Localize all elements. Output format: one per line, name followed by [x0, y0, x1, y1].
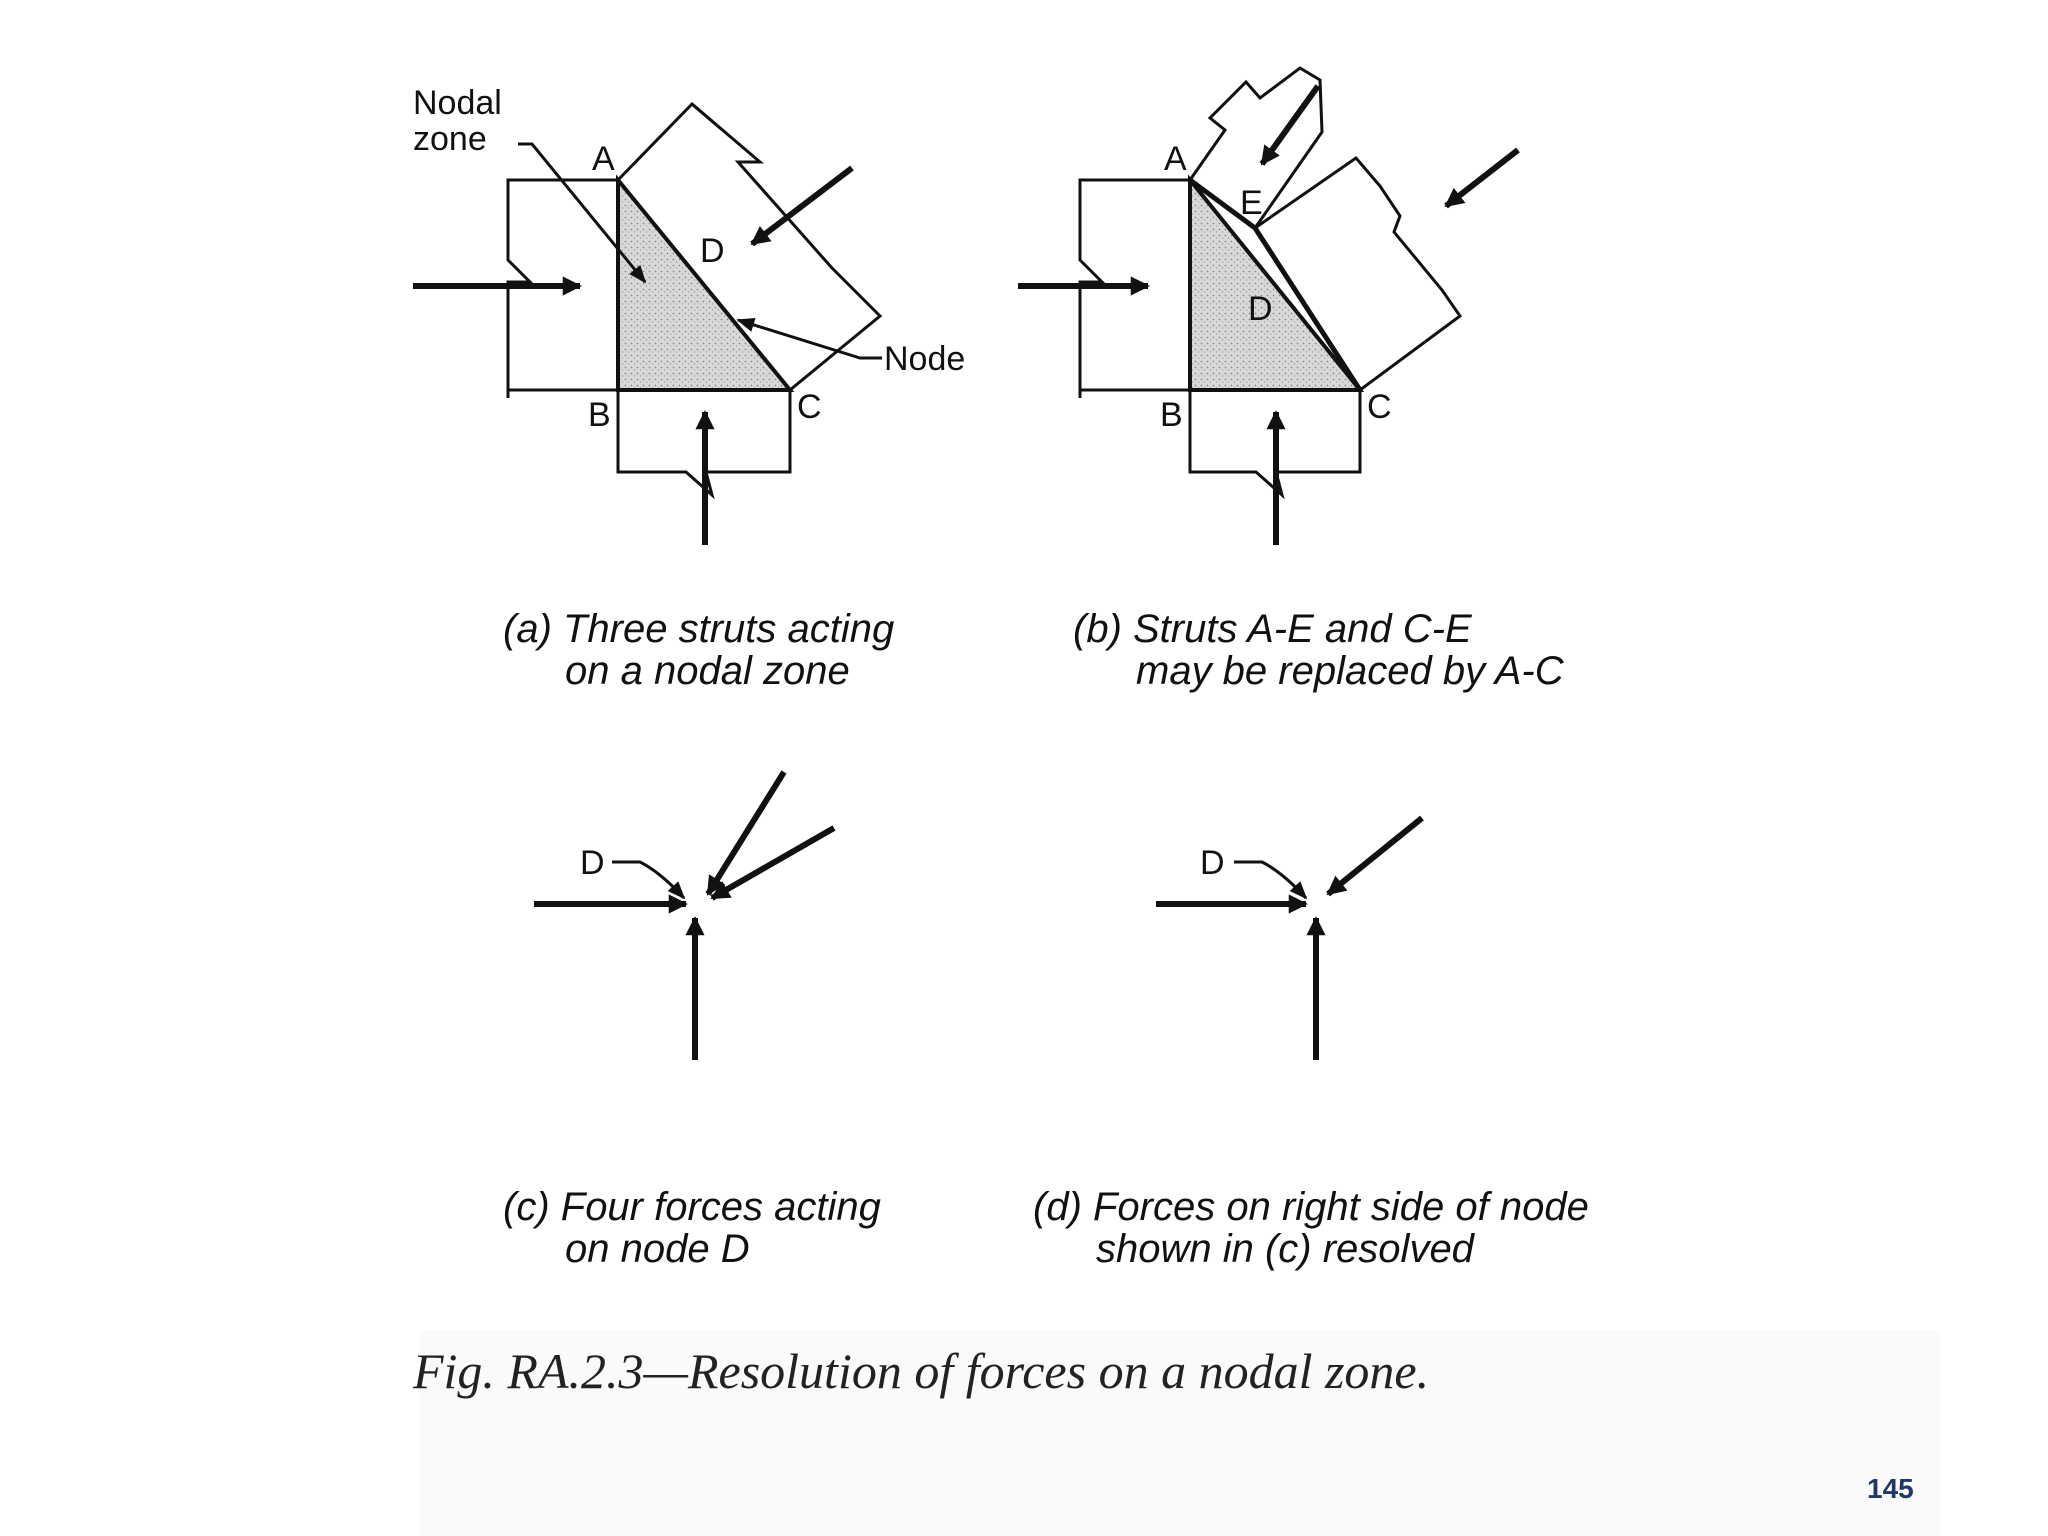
node-d-leader-d — [1234, 860, 1308, 900]
figure-caption: Fig. RA.2.3—Resolution of forces on a no… — [412, 1343, 1429, 1399]
bottom-strut-outline — [616, 390, 792, 500]
left-strut-outline-b — [1078, 178, 1190, 398]
node-label: Node — [884, 340, 965, 378]
panel-d-diagram — [1156, 815, 1424, 1060]
nodal-zone-triangle — [616, 174, 795, 392]
nodal-zone-leader — [518, 142, 647, 284]
panel-c-labels: D (c) Four forces acting on node D — [503, 844, 881, 1271]
nodal-zone-label-line2: zone — [413, 120, 487, 158]
panel-a-labels: Nodal zone A D Node B C (a) Three struts… — [413, 84, 965, 693]
point-d-label-c: D — [580, 844, 605, 882]
point-b-label-b: B — [1160, 396, 1183, 434]
point-d-label-d: D — [1200, 844, 1225, 882]
panel-b-caption-line1: (b) Struts A-E and C-E — [1073, 607, 1473, 651]
panel-a-diagram — [413, 101, 883, 545]
point-a-label: A — [592, 140, 615, 178]
point-e-label-b: E — [1240, 184, 1263, 222]
point-d-label: D — [700, 232, 725, 270]
force-arrow-steep-c — [705, 770, 787, 896]
force-arrow-c-e — [1444, 147, 1520, 209]
panel-b-diagram — [1018, 66, 1520, 545]
force-arrow-resolved-d — [1326, 815, 1424, 897]
force-arrow-a-e — [1259, 84, 1321, 166]
bottom-band — [420, 1330, 1940, 1536]
panel-b-labels: A E D B C (b) Struts A-E and C-E may be … — [1073, 140, 1565, 693]
left-strut-outline — [506, 178, 618, 398]
strut-c-e-outline — [1254, 155, 1463, 392]
panel-c-caption-line1: (c) Four forces acting — [503, 1185, 881, 1229]
panel-c-diagram — [534, 770, 836, 1060]
panel-d-caption-line1: (d) Forces on right side of node — [1033, 1185, 1589, 1229]
node-d-leader-c — [612, 860, 686, 900]
panel-c-caption-line2: on node D — [565, 1227, 750, 1271]
force-arrow-shallow-c — [710, 825, 836, 901]
bottom-strut-outline-b — [1188, 390, 1362, 500]
strut-a-e-edge — [1188, 177, 1257, 231]
panel-a-caption-line2: on a nodal zone — [565, 649, 850, 693]
panel-b-caption-line2: may be replaced by A-C — [1136, 649, 1565, 693]
point-c-label: C — [797, 388, 822, 426]
strut-e-c-edge — [1252, 226, 1363, 392]
page-number: 145 — [1867, 1473, 1914, 1504]
force-arrow-inclined — [750, 165, 854, 247]
panel-a-caption-line1: (a) Three struts acting — [503, 607, 894, 651]
panel-d-caption-line2: shown in (c) resolved — [1096, 1227, 1476, 1271]
nodal-zone-triangle-b — [1188, 174, 1365, 392]
point-d-label-b: D — [1248, 290, 1273, 328]
nodal-zone-label-line1: Nodal — [413, 84, 502, 122]
strut-a-e-outline — [1188, 66, 1324, 229]
point-c-label-b: C — [1367, 388, 1392, 426]
point-a-label-b: A — [1164, 140, 1187, 178]
point-b-label: B — [588, 396, 611, 434]
node-leader — [736, 317, 882, 360]
panel-d-labels: D (d) Forces on right side of node shown… — [1033, 844, 1589, 1271]
inclined-strut-edge — [691, 102, 721, 130]
